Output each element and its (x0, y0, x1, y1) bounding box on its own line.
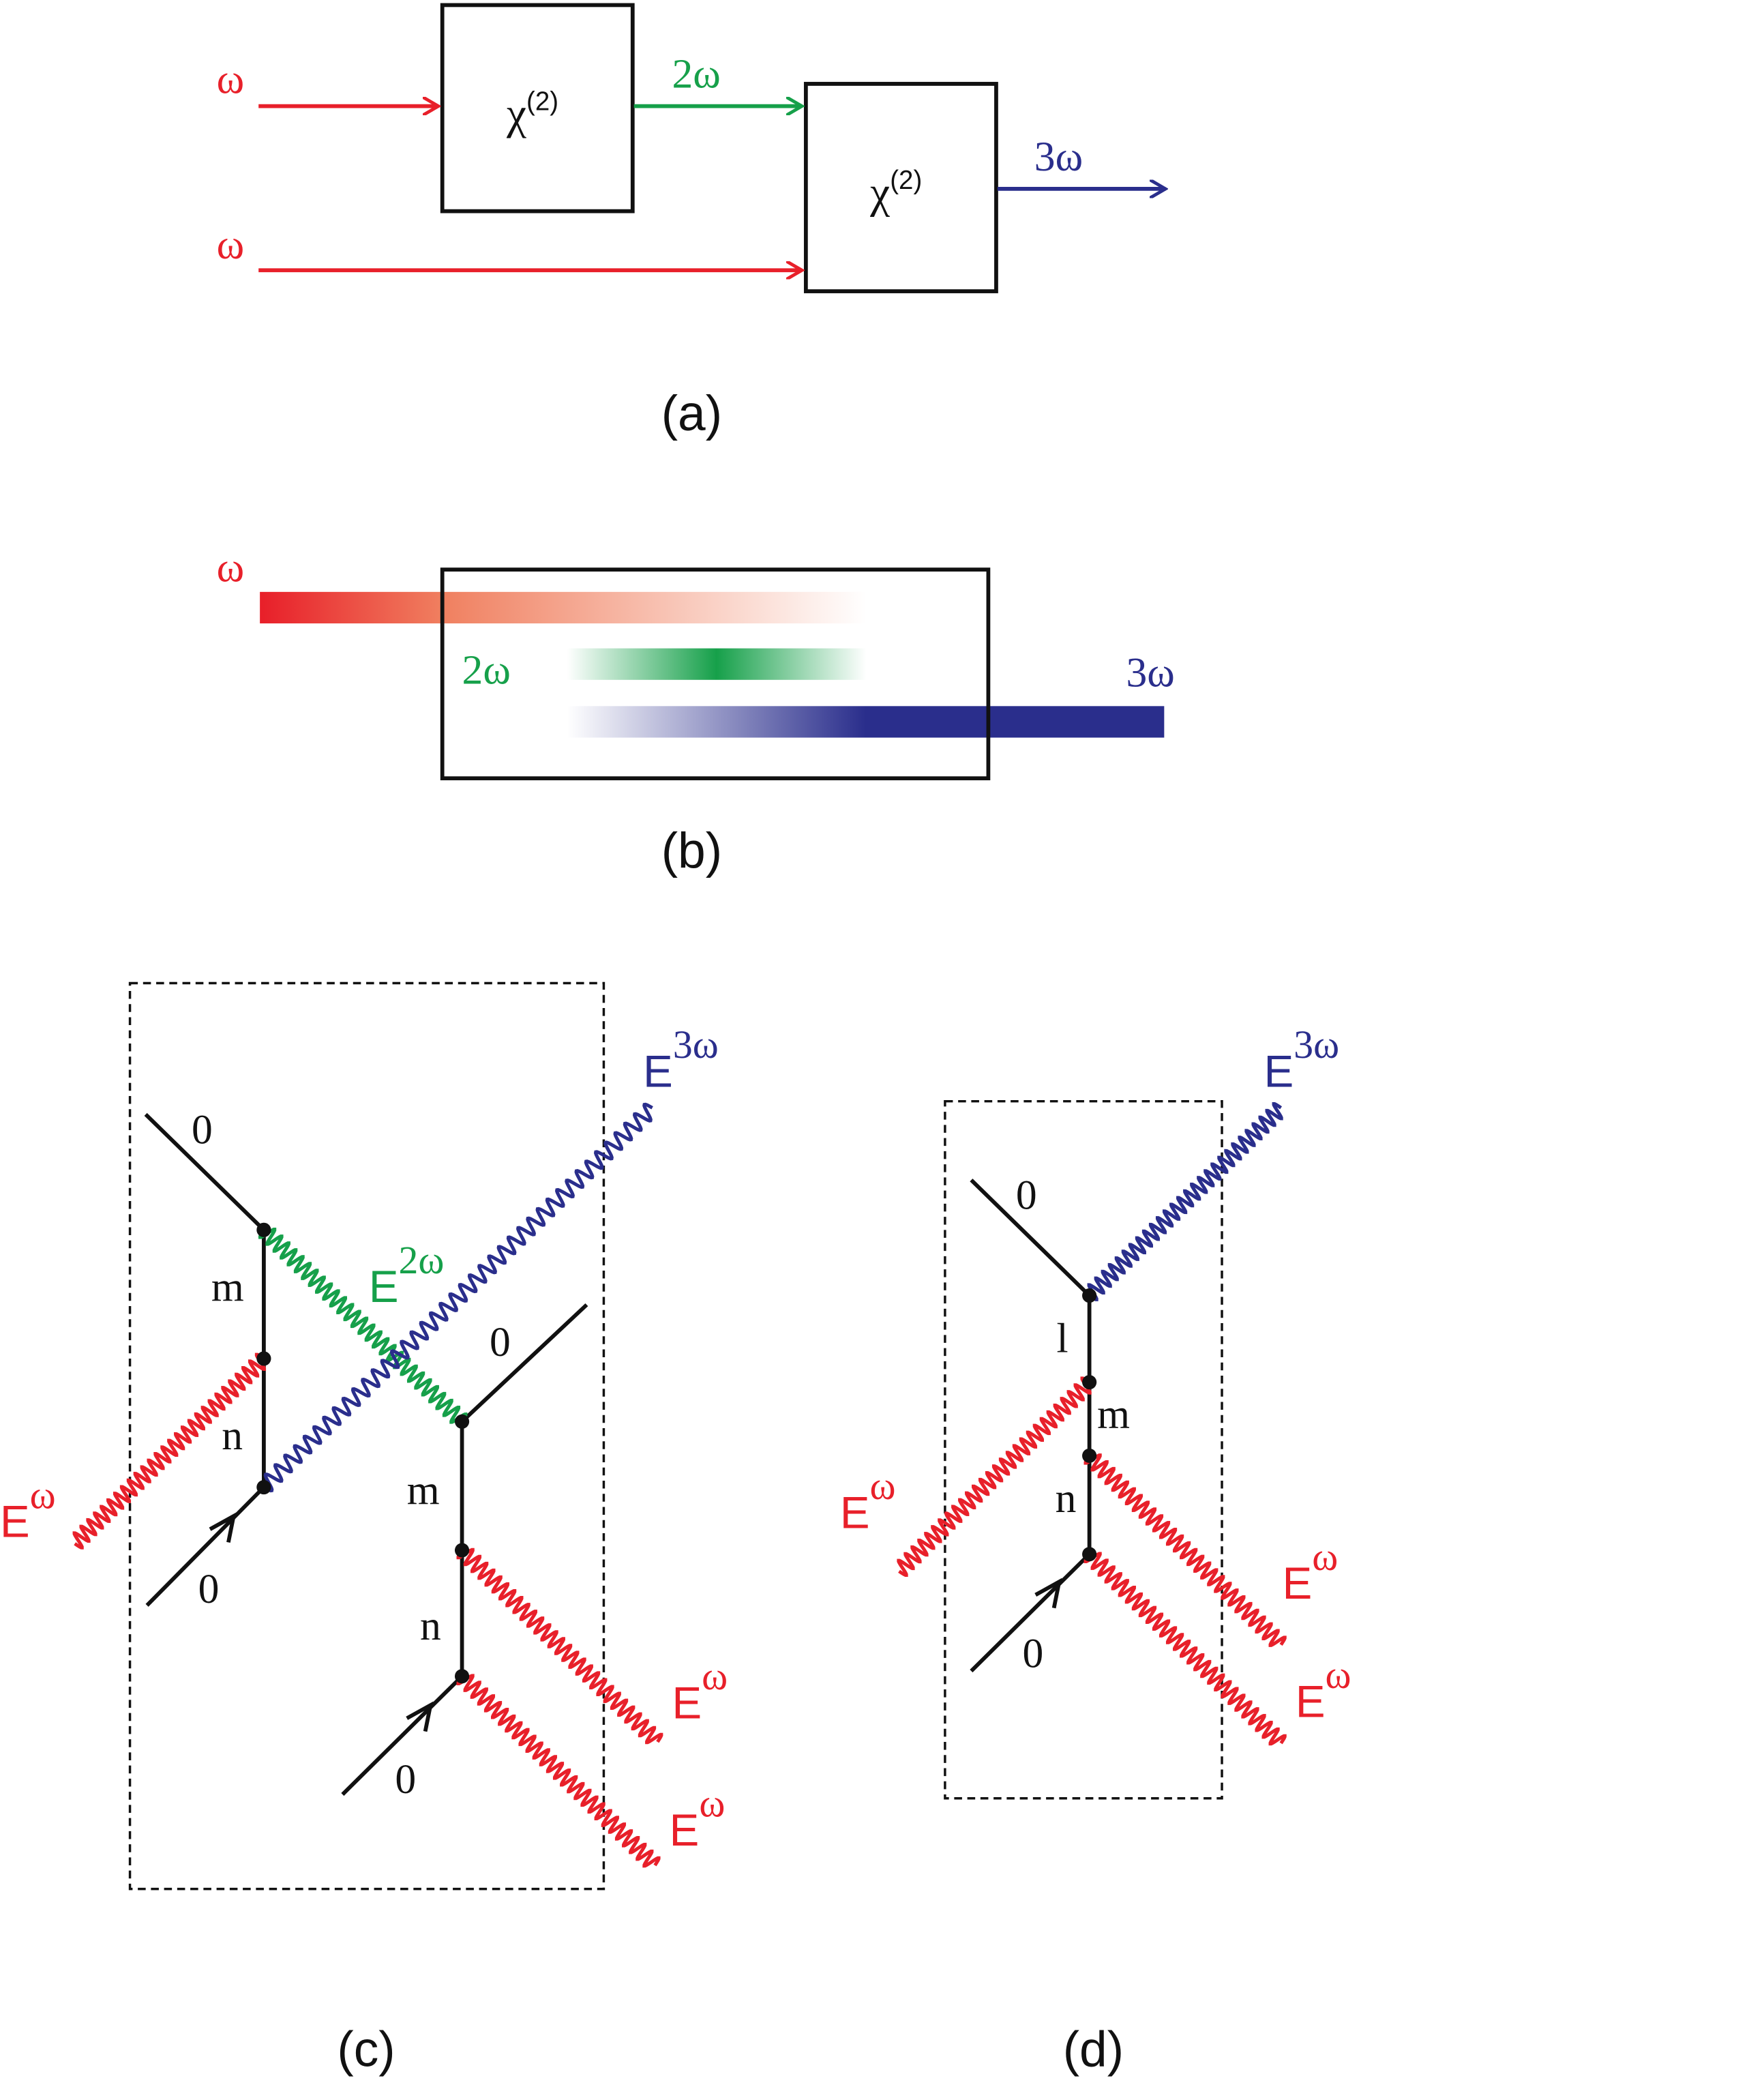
chi2-label-1: χ(2) (506, 87, 558, 138)
state-m-right: m (407, 1468, 440, 1514)
state-0-top-right: 0 (490, 1319, 511, 1365)
line-0-top-right (460, 1303, 588, 1423)
state-n-right: n (420, 1603, 441, 1649)
panel-b: ω 2ω 3ω (b) (217, 544, 1175, 878)
vertex-d-1 (1082, 1288, 1097, 1303)
state-m-d: m (1097, 1391, 1130, 1438)
crystal-box (440, 567, 991, 781)
state-0-top-d: 0 (1016, 1172, 1037, 1219)
vertex-c-5 (454, 1543, 470, 1558)
wave-ew-left (72, 1352, 267, 1550)
line-0-bottom-left (145, 1485, 265, 1607)
wave-ew-right1 (456, 1548, 663, 1745)
line-0-bottom-d (970, 1552, 1091, 1673)
vertex-c-3 (256, 1480, 271, 1495)
three-omega-label: 3ω (1034, 134, 1083, 180)
dashed-box-d (944, 1099, 1223, 1800)
chi2-box-1 (440, 3, 635, 213)
two-omega-label: 2ω (672, 51, 721, 98)
wave-e3w-blue (263, 1102, 653, 1493)
line-0-top-left (144, 1112, 265, 1232)
omega-label-b: ω (217, 544, 245, 591)
two-omega-label-b: 2ω (462, 647, 511, 694)
vertex-c-6 (454, 1669, 470, 1684)
caption-b: (b) (661, 823, 722, 878)
arrowhead-right-c (406, 1701, 434, 1732)
vertex-d-4 (1082, 1547, 1097, 1562)
field-ew-right2-c: Eω (670, 1783, 726, 1855)
field-e3w-d: E3ω (1264, 1024, 1340, 1096)
panel-d: 0 l m n 0 E3ω Eω Eω Eω (d) (840, 1024, 1351, 2077)
state-0-bottom-right: 0 (395, 1756, 416, 1803)
field-ew-left-c: Eω (0, 1474, 56, 1546)
line-0-bottom-right (341, 1674, 464, 1796)
three-omega-label-b: 3ω (1126, 649, 1175, 696)
caption-d: (d) (1063, 2022, 1124, 2077)
wave-ew-right2-d (1083, 1552, 1287, 1746)
field-ew-right2-d: Eω (1296, 1654, 1351, 1726)
vertex-c-2 (256, 1351, 271, 1366)
field-ew-right1-c: Eω (672, 1655, 728, 1728)
omega-beam (260, 591, 867, 624)
omega-label-top: ω (217, 56, 245, 102)
line-0-top-d (970, 1179, 1091, 1297)
omega-label-bottom: ω (217, 222, 245, 268)
chi2-box-2 (803, 82, 998, 293)
state-0-bottom-d: 0 (1022, 1630, 1043, 1676)
field-e2w-c: E2ω (369, 1239, 445, 1312)
two-omega-beam (567, 648, 867, 680)
panel-c: 0 m n 0 0 m n 0 E3ω E2ω Eω Eω Eω (c) (0, 981, 728, 2077)
vertex-c-1 (256, 1222, 271, 1237)
state-l-d: l (1057, 1315, 1068, 1361)
vertex-d-2 (1082, 1375, 1097, 1390)
vertex-c-4 (454, 1414, 470, 1429)
wave-ew-right1-d (1083, 1453, 1287, 1647)
field-ew-left-d: Eω (840, 1465, 896, 1537)
state-n-d: n (1056, 1475, 1077, 1522)
field-e3w-c: E3ω (643, 1024, 719, 1096)
state-0-bottom-left: 0 (198, 1566, 220, 1612)
wave-e2w-green (258, 1228, 468, 1424)
state-n-left: n (222, 1412, 243, 1459)
panel-a: ω ω 2ω 3ω χ(2) χ(2) (a) (217, 3, 1166, 441)
wave-ew-right2 (456, 1674, 661, 1868)
wave-ew-left-d (897, 1376, 1092, 1578)
dashed-box-c (128, 981, 606, 1891)
field-ew-right1-d: Eω (1283, 1536, 1339, 1608)
caption-c: (c) (337, 2022, 395, 2077)
wave-e3w-d (1087, 1101, 1283, 1301)
arrowhead-left-c (209, 1512, 237, 1543)
state-m-left: m (211, 1264, 244, 1310)
three-omega-beam (567, 706, 1165, 738)
vertex-d-3 (1082, 1448, 1097, 1463)
state-0-top-left: 0 (192, 1106, 213, 1153)
arrowhead-d (1034, 1578, 1062, 1609)
caption-a: (a) (661, 386, 722, 441)
chi2-label-2: χ(2) (869, 166, 922, 218)
